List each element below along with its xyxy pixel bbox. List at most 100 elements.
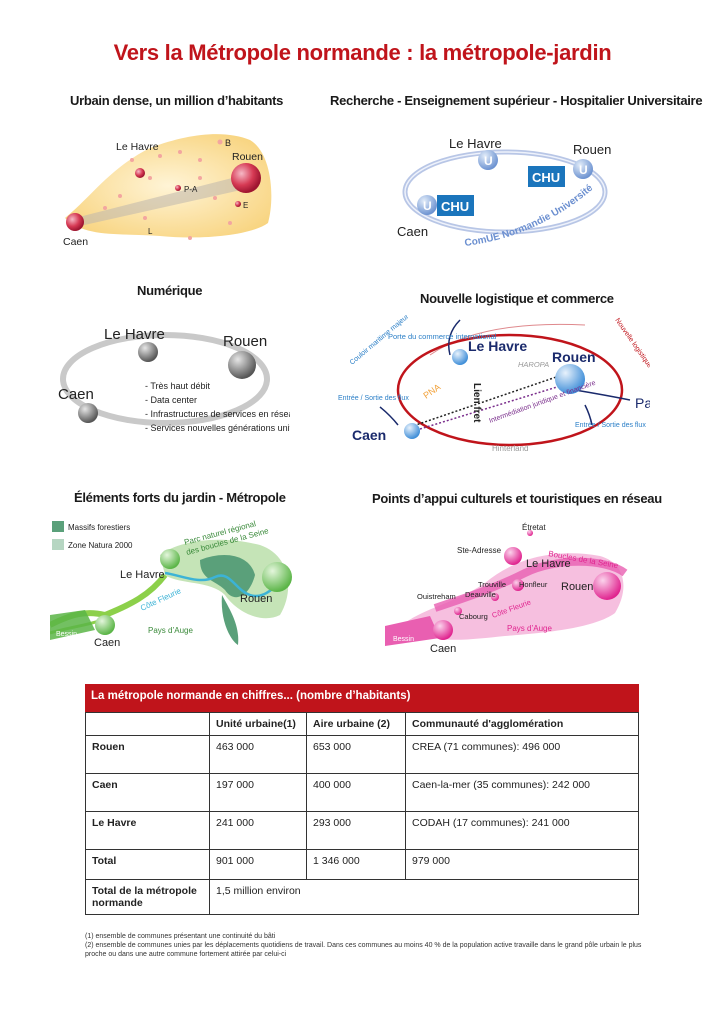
- u-rouen-sphere: [573, 159, 593, 179]
- caen-sphere: [433, 620, 453, 640]
- label-pa: P-A: [184, 185, 198, 194]
- b-sphere: [217, 139, 223, 145]
- chu-rouen: CHU: [532, 170, 560, 185]
- comue-label: ComUE Normandie Université: [464, 182, 595, 249]
- footnote-1: (1) ensemble de communes présentant une …: [85, 933, 276, 940]
- label-etretat: Étretat: [522, 523, 546, 532]
- label-le-havre: Le Havre: [104, 326, 165, 343]
- label-ste-adresse: Ste-Adresse: [457, 546, 502, 555]
- label-cote: Côte Fleurie: [139, 586, 183, 613]
- rouen-sphere: [593, 572, 621, 600]
- cell: 241 000: [209, 811, 307, 850]
- col-header-0: [85, 712, 210, 736]
- label-intermediation: Intermédiation juridique et financière: [488, 380, 597, 425]
- pink-band: [433, 557, 628, 612]
- label-rouen: Rouen: [223, 333, 267, 350]
- chu-rouen-box: [528, 166, 565, 187]
- col-header-1: Unité urbaine(1): [209, 712, 307, 736]
- legend-natura: Zone Natura 2000: [68, 541, 133, 550]
- seine-river: [164, 571, 286, 598]
- cell: Le Havre: [85, 811, 210, 850]
- culturels-diagram: Étretat Ste-Adresse Boucles de la Seine …: [385, 523, 628, 655]
- e-sphere: [235, 201, 241, 207]
- label-caen: Caen: [397, 224, 428, 239]
- label-le-havre: Le Havre: [116, 141, 159, 153]
- page-title: Vers la Métropole normande : la métropol…: [113, 40, 612, 65]
- label-caen: Caen: [94, 637, 120, 649]
- label-caen: Caen: [63, 236, 88, 248]
- bessin-zone: [50, 610, 95, 640]
- fret-line: [409, 372, 569, 428]
- label-trouville: Trouville: [478, 580, 506, 589]
- label-l: L: [148, 227, 153, 236]
- label-porte: Porte du commerce international: [388, 332, 497, 341]
- label-paris: Paris: [635, 395, 650, 411]
- cell: 1 346 000: [306, 849, 406, 880]
- connection-band: [75, 176, 250, 226]
- label-le-havre: Le Havre: [468, 338, 527, 354]
- rouen-sphere: [555, 364, 585, 394]
- caen-sphere: [95, 615, 115, 635]
- legend-forest: Massifs forestiers: [68, 523, 130, 532]
- logistique-diagram: Couloir maritime majeur Porte du commerc…: [338, 315, 650, 453]
- label-hinterland: Hinterland: [492, 444, 528, 453]
- label-rouen: Rouen: [240, 593, 272, 605]
- label-deauville: Deauville: [465, 590, 496, 599]
- label-bessin: Bessin: [393, 636, 414, 643]
- le-havre-sphere: [160, 549, 180, 569]
- forest-zone-2: [221, 595, 239, 645]
- label-le-havre: Le Havre: [526, 558, 571, 570]
- cell: 653 000: [306, 735, 406, 774]
- cell: CODAH (17 communes): 241 000: [405, 811, 639, 850]
- table-row: Rouen 463 000 653 000 CREA (71 communes)…: [85, 735, 639, 774]
- u-caen-sphere: [417, 195, 437, 215]
- label-caen: Caen: [430, 643, 456, 655]
- ouistreham-sphere: [454, 607, 462, 615]
- small-towns: [103, 150, 232, 240]
- ring: [60, 332, 270, 426]
- label-entree-right: Entrée / Sortie des flux: [575, 422, 646, 429]
- bullet-4: - Services nouvelles générations unifiés: [145, 423, 290, 433]
- etretat-sphere: [527, 530, 533, 536]
- legend-natura-swatch: [52, 539, 64, 550]
- population-table: La métropole normande en chiffres... (no…: [85, 684, 639, 915]
- cell: Caen: [85, 773, 210, 812]
- le-havre-sphere: [452, 349, 468, 365]
- table-row: Total 901 000 1 346 000 979 000: [85, 849, 639, 880]
- label-e: E: [243, 201, 248, 210]
- cell: 901 000: [209, 849, 307, 880]
- chu-caen-box: [437, 195, 474, 216]
- label-pna: PNA: [421, 382, 442, 401]
- caen-sphere: [404, 423, 420, 439]
- honfleur-sphere: [512, 579, 524, 591]
- le-havre-sphere: [504, 547, 522, 565]
- label-bessin: Bessin: [56, 631, 77, 638]
- cell: 197 000: [209, 773, 307, 812]
- label-entree-left: Entrée / Sortie des flux: [338, 395, 409, 402]
- bullet-2: - Data center: [145, 395, 197, 405]
- le-havre-sphere: [138, 342, 158, 362]
- numerique-diagram: Le Havre Rouen Caen - Très haut débit - …: [58, 326, 290, 433]
- panel-title-logistique: Nouvelle logistique et commerce: [420, 291, 614, 306]
- label-honfleur: Honfleur: [519, 580, 548, 589]
- panel-title-culturels: Points d’appui culturels et touristiques…: [372, 491, 662, 506]
- table-heading: La métropole normande en chiffres... (no…: [85, 684, 639, 712]
- label-rouen: Rouen: [573, 142, 611, 157]
- rouen-sphere: [231, 163, 261, 193]
- cell: 463 000: [209, 735, 307, 774]
- table-row-total-metropole: Total de la métropole normande 1,5 milli…: [85, 879, 639, 915]
- cell: Total de la métropole normande: [85, 879, 210, 915]
- label-caen: Caen: [352, 427, 386, 443]
- urbain-dense-diagram: Le Havre Rouen Caen B P-A E L: [63, 134, 272, 248]
- label-le-havre: Le Havre: [120, 569, 165, 581]
- bullet-1: - Très haut débit: [145, 381, 211, 391]
- cell: CREA (71 communes): 496 000: [405, 735, 639, 774]
- rouen-sphere: [262, 562, 292, 592]
- bullet-3: - Infrastructures de services en réseau: [145, 409, 290, 419]
- cell: 400 000: [306, 773, 406, 812]
- label-pays: Pays d’Auge: [507, 624, 552, 633]
- cell: Total: [85, 849, 210, 880]
- red-ring: [396, 333, 624, 447]
- label-ouistreham: Ouistreham: [417, 592, 456, 601]
- u-le-havre: U: [484, 154, 493, 168]
